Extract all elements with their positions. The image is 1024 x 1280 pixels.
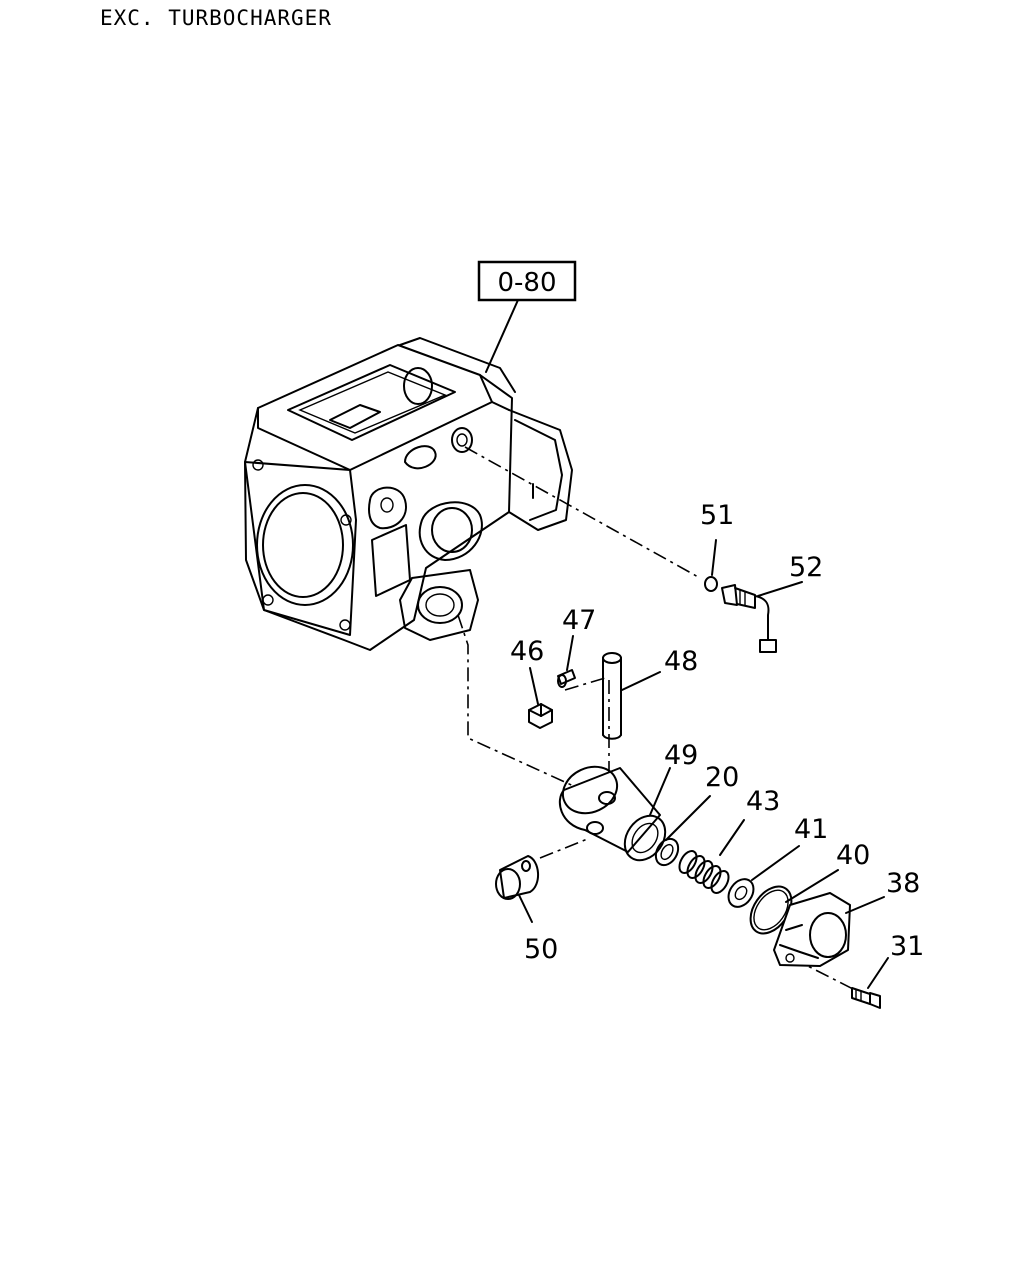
callout-48[interactable]: 48 — [664, 646, 698, 677]
callout-43[interactable]: 43 — [746, 786, 780, 817]
callout-20[interactable]: 20 — [705, 762, 739, 793]
callout-38[interactable]: 38 — [886, 868, 920, 899]
callout-31[interactable]: 31 — [890, 931, 924, 962]
screw-alignment-line — [564, 677, 606, 691]
callout-41[interactable]: 41 — [794, 814, 828, 845]
leader-lines — [518, 539, 889, 989]
callout-47[interactable]: 47 — [562, 605, 596, 636]
part-49-housing[interactable] — [555, 758, 673, 868]
reference-box[interactable]: 0-80 — [477, 260, 577, 302]
part-51-o-ring[interactable] — [704, 576, 718, 592]
part-43-spring[interactable] — [676, 848, 732, 896]
part-48-pin[interactable] — [602, 652, 622, 740]
pipe-alignment-line — [457, 614, 601, 799]
plug-alignment-line — [539, 837, 591, 859]
throttle-body-housing — [244, 337, 573, 651]
callout-50[interactable]: 50 — [524, 934, 558, 965]
page-title: EXC. TURBOCHARGER — [100, 6, 332, 30]
part-46-clip[interactable] — [528, 703, 553, 729]
callout-52[interactable]: 52 — [789, 552, 823, 583]
part-20-gasket[interactable] — [651, 835, 682, 869]
part-38-cover[interactable] — [773, 892, 851, 967]
part-52-sensor[interactable] — [721, 584, 777, 653]
callout-46[interactable]: 46 — [510, 636, 544, 667]
part-47-screw[interactable] — [557, 669, 576, 688]
reference-leader-line — [485, 299, 519, 373]
part-41-washer[interactable] — [723, 874, 758, 911]
callout-40[interactable]: 40 — [836, 840, 870, 871]
sensor-alignment-line — [464, 446, 701, 579]
part-31-bolt[interactable] — [851, 987, 881, 1009]
part-50-plug[interactable] — [495, 855, 539, 900]
callout-49[interactable]: 49 — [664, 740, 698, 771]
reference-box-label: 0-80 — [497, 268, 556, 298]
callout-51[interactable]: 51 — [700, 500, 734, 531]
